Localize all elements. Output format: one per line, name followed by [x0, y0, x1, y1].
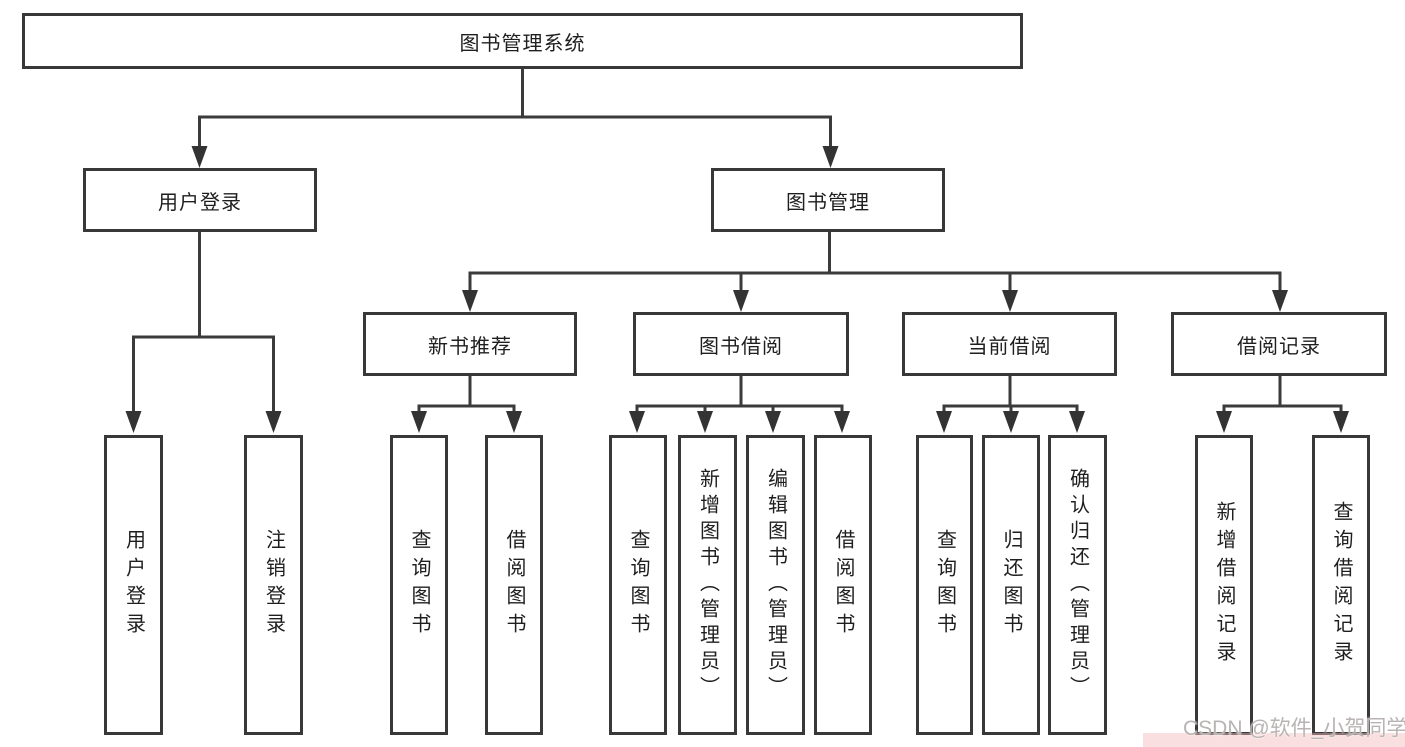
connector-new-book-children: [417, 376, 516, 411]
leaf-borrow-book: 借阅图书: [814, 435, 872, 735]
connector-book-management-children: [468, 232, 1282, 291]
node-new-book-recommend: 新书推荐: [363, 312, 577, 376]
node-root-system: 图书管理系统: [22, 13, 1023, 69]
arrowheads-level3: [462, 290, 1288, 312]
arrowheads-book-borrow-children: [629, 411, 850, 433]
connector-borrow-record-children: [1222, 376, 1343, 411]
node-borrow-records: 借阅记录: [1171, 312, 1387, 376]
connector-user-login-children: [132, 232, 275, 412]
leaf-query-book-recommend: 查询图书: [390, 435, 448, 735]
arrowheads-user-login-children: [125, 411, 282, 433]
leaf-query-book-current: 查询图书: [916, 435, 973, 735]
watermark-highlight: [1143, 733, 1405, 747]
connector-book-borrow-children: [635, 376, 844, 411]
leaf-query-book-borrow: 查询图书: [609, 435, 667, 735]
arrowheads-borrow-record-children: [1216, 411, 1349, 433]
leaf-user-login: 用户登录: [104, 435, 163, 735]
leaf-add-borrow-record: 新增借阅记录: [1195, 435, 1253, 735]
leaf-confirm-return-admin: 确认归还（管理员）: [1048, 435, 1107, 735]
node-book-management: 图书管理: [711, 168, 945, 232]
leaf-logout-login: 注销登录: [244, 435, 303, 735]
leaf-query-borrow-record: 查询借阅记录: [1312, 435, 1370, 735]
connector-current-borrow-children: [942, 376, 1079, 411]
leaf-add-book-admin: 新增图书（管理员）: [678, 435, 737, 735]
arrowheads-level2: [191, 146, 839, 168]
leaf-edit-book-admin: 编辑图书（管理员）: [746, 435, 805, 735]
node-user-login: 用户登录: [83, 168, 317, 232]
watermark-text: CSDN @软件_小贺同学: [1183, 717, 1405, 740]
arrowheads-current-borrow-children: [936, 411, 1085, 433]
node-current-borrow: 当前借阅: [902, 312, 1117, 376]
node-book-borrow: 图书借阅: [633, 312, 849, 376]
leaf-return-book: 归还图书: [982, 435, 1040, 735]
leaf-borrow-book-recommend: 借阅图书: [485, 435, 543, 735]
arrowheads-new-book-children: [411, 411, 522, 433]
connector-root-to-level2: [198, 69, 832, 147]
